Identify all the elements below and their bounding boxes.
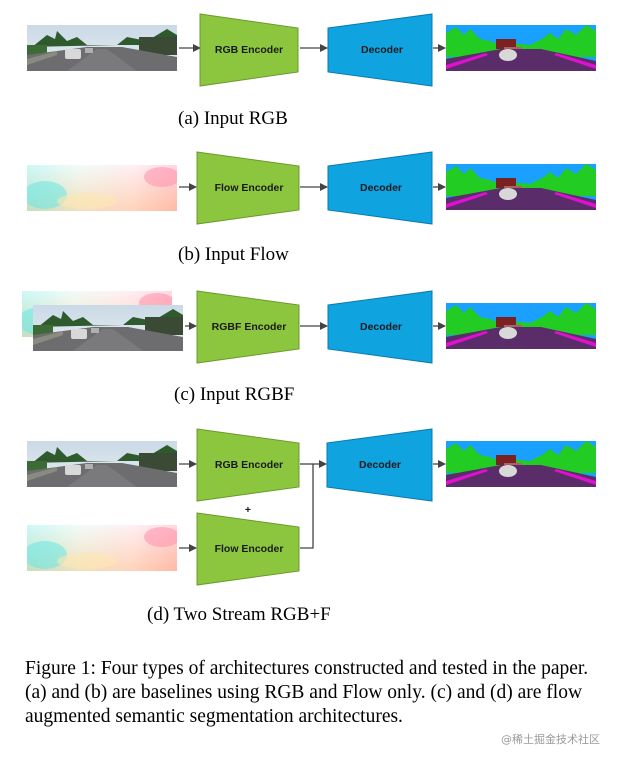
panel-c: RGBF Encoder Decoder <box>22 290 596 364</box>
decoder-label: Decoder <box>359 459 401 471</box>
encoder-label: RGB Encoder <box>215 459 283 471</box>
encoder-label: RGBF Encoder <box>212 321 287 333</box>
segmentation-output-image <box>446 164 596 210</box>
rgbf-encoder <box>196 290 300 364</box>
decoder <box>327 290 433 364</box>
subfigure-label-a: (a) Input RGB <box>178 108 288 129</box>
merge-arrow <box>300 460 327 549</box>
plus-sign: + <box>245 504 251 516</box>
segmentation-output-image <box>446 25 596 71</box>
rgb-encoder <box>196 428 300 502</box>
encoder-label: RGB Encoder <box>215 44 283 56</box>
rgb-input-image <box>27 441 177 487</box>
subfigure-label-c: (c) Input RGBF <box>174 384 295 405</box>
figure-caption: Figure 1: Four types of architectures co… <box>25 658 589 727</box>
encoder-label: Flow Encoder <box>215 543 284 555</box>
panel-b: Flow Encoder Decoder <box>27 151 596 225</box>
watermark: @稀土掘金技术社区 <box>501 733 600 746</box>
decoder-label: Decoder <box>361 44 403 56</box>
rgb-input-image <box>33 305 183 351</box>
flow-encoder <box>196 151 300 225</box>
flow-encoder <box>196 512 300 586</box>
decoder <box>327 13 433 87</box>
encoder-label: Flow Encoder <box>215 182 284 194</box>
segmentation-output-image <box>446 303 596 349</box>
subfigure-label-b: (b) Input Flow <box>178 244 289 265</box>
flow-input-image <box>27 525 177 571</box>
subfigure-label-d: (d) Two Stream RGB+F <box>147 604 331 625</box>
segmentation-output-image <box>446 441 596 487</box>
flow-input-image <box>27 165 177 211</box>
decoder-label: Decoder <box>360 321 402 333</box>
decoder-label: Decoder <box>360 182 402 194</box>
rgb-encoder <box>199 13 299 87</box>
panel-a: RGB Encoder Decoder <box>27 13 596 87</box>
rgb-input-image <box>27 25 177 71</box>
panel-d: RGB Encoder + Flow Encoder Decoder <box>27 428 596 586</box>
decoder <box>326 428 433 502</box>
decoder <box>327 151 433 225</box>
